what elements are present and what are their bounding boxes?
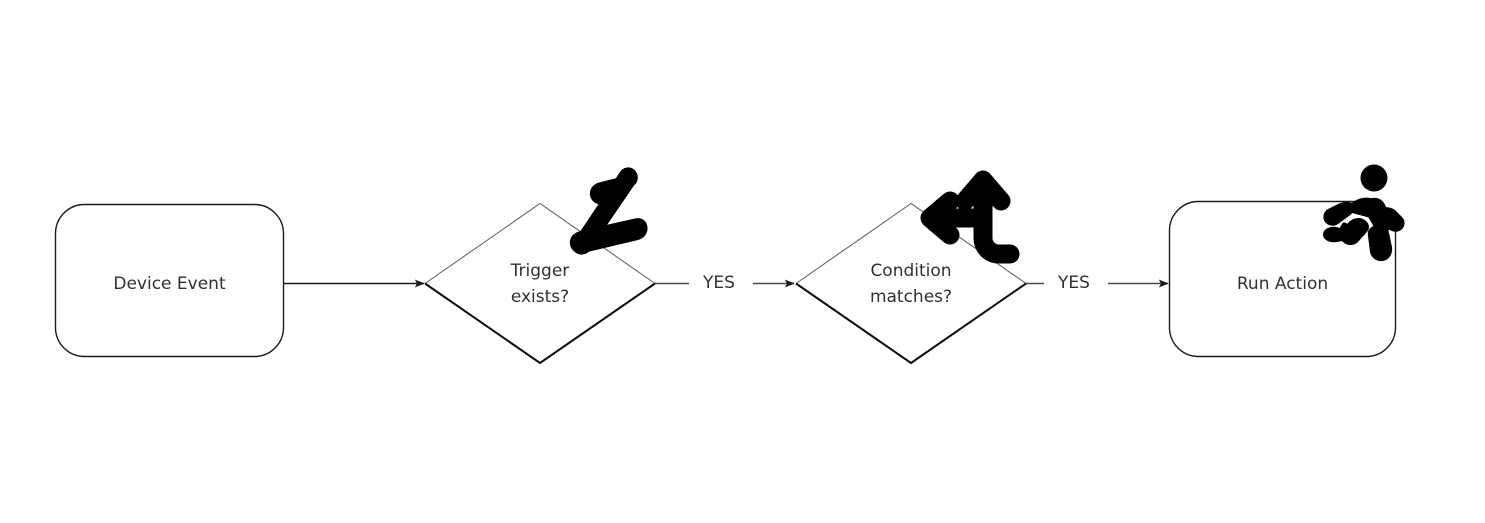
node-trigger-exists-light-edges [424, 202, 656, 284]
node-condition-matches[interactable] [795, 282, 1027, 365]
branch-arrow-icon [920, 170, 1020, 264]
edge-label-yes-condition: YES [1058, 273, 1090, 293]
edge-label-yes-trigger: YES [703, 273, 735, 293]
node-trigger-exists[interactable] [424, 282, 656, 365]
lightning-bolt-icon [569, 167, 648, 255]
node-device-event[interactable] [54, 203, 285, 358]
running-person-icon [1323, 164, 1405, 262]
